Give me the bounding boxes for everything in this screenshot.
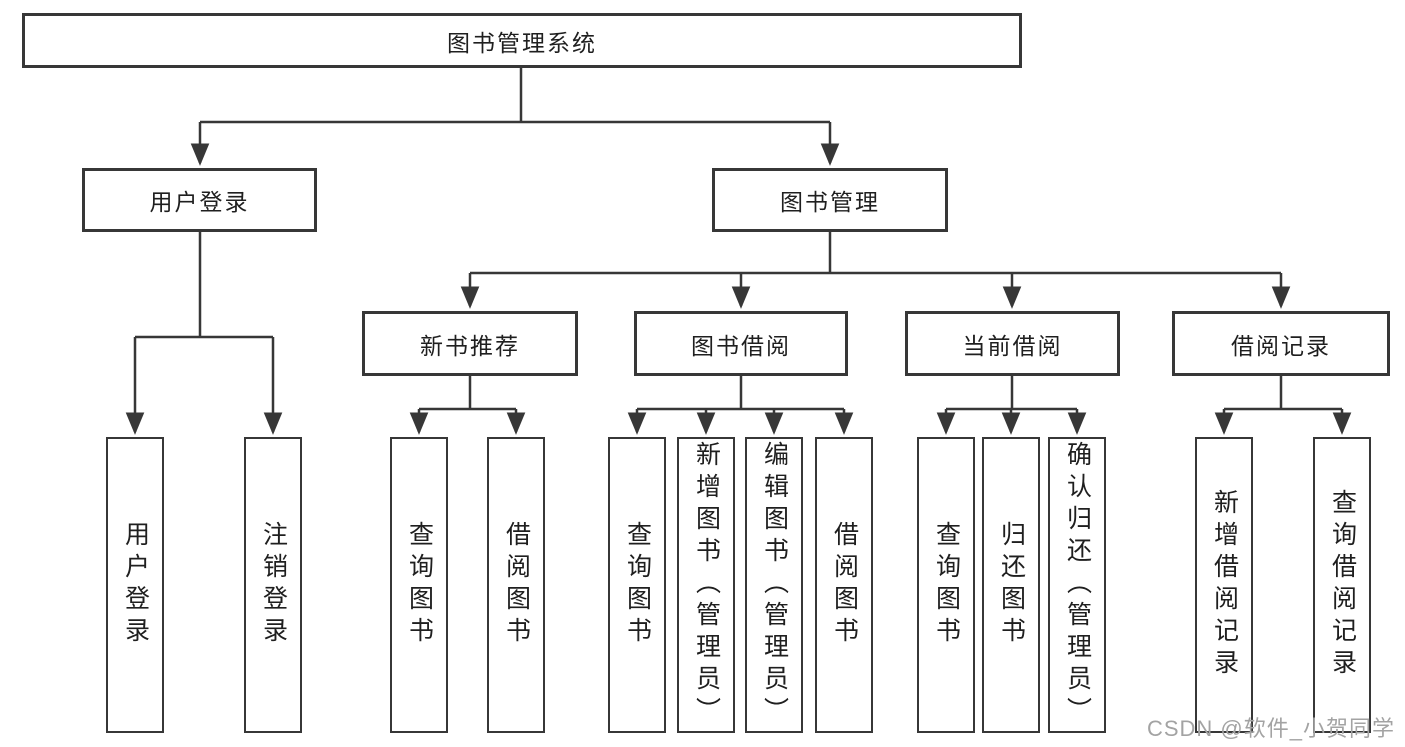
node-leaf-borrow-books-recommend: 借阅图书 — [487, 437, 545, 733]
node-book-borrowing: 图书借阅 — [634, 311, 848, 376]
node-leaf-edit-books-admin: 编辑图书（管理员） — [745, 437, 803, 733]
node-leaf-add-books-admin: 新增图书（管理员） — [677, 437, 735, 733]
node-book-management-system: 图书管理系统 — [22, 13, 1022, 68]
node-label: 编辑图书（管理员） — [760, 441, 789, 729]
csdn-watermark: CSDN @软件_小贺同学 — [1146, 716, 1395, 741]
node-label: 查询图书 — [405, 521, 434, 649]
node-borrowing-records: 借阅记录 — [1172, 311, 1390, 376]
node-label: 查询借阅记录 — [1328, 489, 1357, 681]
node-leaf-logout: 注销登录 — [244, 437, 302, 733]
node-label: 用户登录 — [149, 189, 250, 215]
node-leaf-user-login: 用户登录 — [106, 437, 164, 733]
node-label: 图书借阅 — [691, 332, 791, 359]
node-leaf-query-books-current: 查询图书 — [917, 437, 975, 733]
node-leaf-query-books-borrowing: 查询图书 — [608, 437, 666, 733]
node-label: 图书管理 — [780, 189, 880, 215]
node-label: 查询图书 — [623, 521, 652, 649]
node-user-login: 用户登录 — [82, 168, 317, 232]
node-leaf-borrow-books: 借阅图书 — [815, 437, 873, 733]
node-label: 归还图书 — [997, 521, 1026, 649]
node-leaf-add-borrow-record: 新增借阅记录 — [1195, 437, 1253, 733]
node-book-management: 图书管理 — [712, 168, 948, 232]
node-label: 新增借阅记录 — [1210, 489, 1239, 681]
node-leaf-confirm-return-admin: 确认归还（管理员） — [1048, 437, 1106, 733]
node-label: 注销登录 — [259, 521, 288, 649]
node-label: 新书推荐 — [420, 332, 520, 359]
node-leaf-query-books-recommend: 查询图书 — [390, 437, 448, 733]
node-label: 借阅图书 — [502, 521, 531, 649]
node-label: 借阅记录 — [1231, 332, 1331, 359]
node-label: 图书管理系统 — [447, 29, 597, 56]
node-leaf-query-borrow-record: 查询借阅记录 — [1313, 437, 1371, 733]
node-leaf-return-books: 归还图书 — [982, 437, 1040, 733]
node-new-book-recommend: 新书推荐 — [362, 311, 578, 376]
node-label: 用户登录 — [121, 521, 150, 649]
node-label: 当前借阅 — [962, 332, 1063, 359]
node-label: 查询图书 — [932, 521, 961, 649]
node-label: 新增图书（管理员） — [692, 441, 721, 729]
node-current-borrowing: 当前借阅 — [905, 311, 1120, 376]
node-label: 借阅图书 — [830, 521, 859, 649]
node-label: 确认归还（管理员） — [1063, 441, 1092, 729]
